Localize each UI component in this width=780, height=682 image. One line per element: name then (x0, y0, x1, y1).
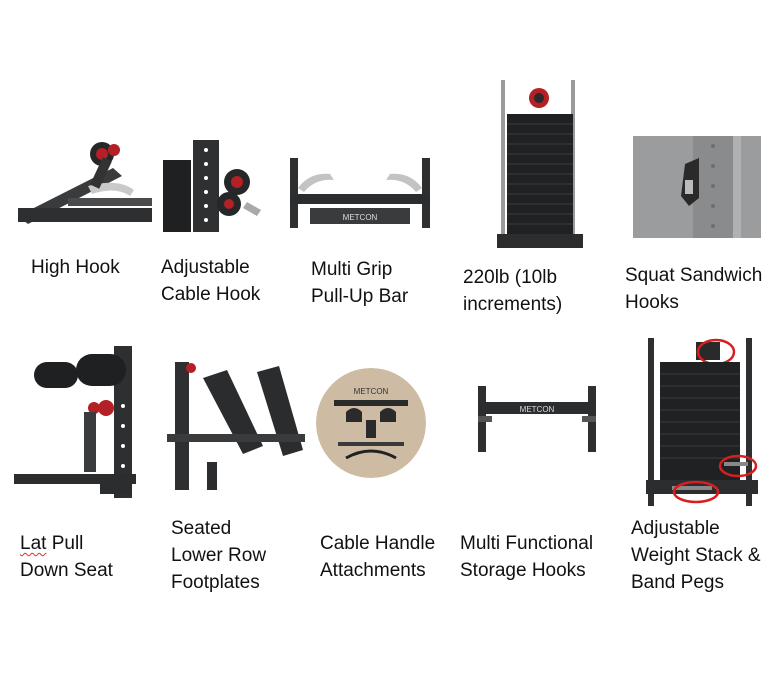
lat-pull-down-seat-photo (14, 346, 136, 498)
cable-handles-label: Cable Handle Attachments (320, 533, 436, 581)
weight-stack-label: 220lb (10lb increments) (463, 267, 563, 315)
lat-line2: Down Seat (20, 560, 113, 581)
cable-handles-brand: METCON (354, 387, 389, 396)
band-pegs-photo (646, 338, 758, 506)
multi-grip-bar-photo: METCON (290, 158, 430, 228)
lat-line1-rest: Pull (46, 533, 84, 554)
squat-sandwich-hooks-photo (633, 136, 761, 238)
high-hook-photo (18, 128, 152, 228)
storage-hooks-photo: METCON (478, 386, 596, 452)
high-hook-label: High Hook (31, 257, 120, 278)
storage-hooks-label: Multi Functional Storage Hooks (460, 533, 594, 581)
multi-grip-bar-label: Multi Grip Pull-Up Bar (311, 259, 409, 307)
seated-lower-row-photo (167, 362, 305, 490)
band-pegs-label: Adjustable Weight Stack & Band Pegs (631, 518, 761, 593)
storage-hooks-brand: METCON (520, 405, 555, 414)
cable-handles-photo: METCON (316, 368, 426, 478)
adjustable-cable-hook-label: Adjustable Cable Hook (161, 257, 261, 305)
seated-lower-row-label: Seated Lower Row Footplates (171, 518, 267, 593)
multi-grip-bar-brand: METCON (343, 213, 378, 222)
squat-sandwich-hooks-label: Squat Sandwich Hooks (625, 265, 763, 313)
adjustable-cable-hook-photo (163, 140, 269, 232)
weight-stack-photo (497, 80, 583, 248)
lat-word: Lat (20, 533, 47, 554)
